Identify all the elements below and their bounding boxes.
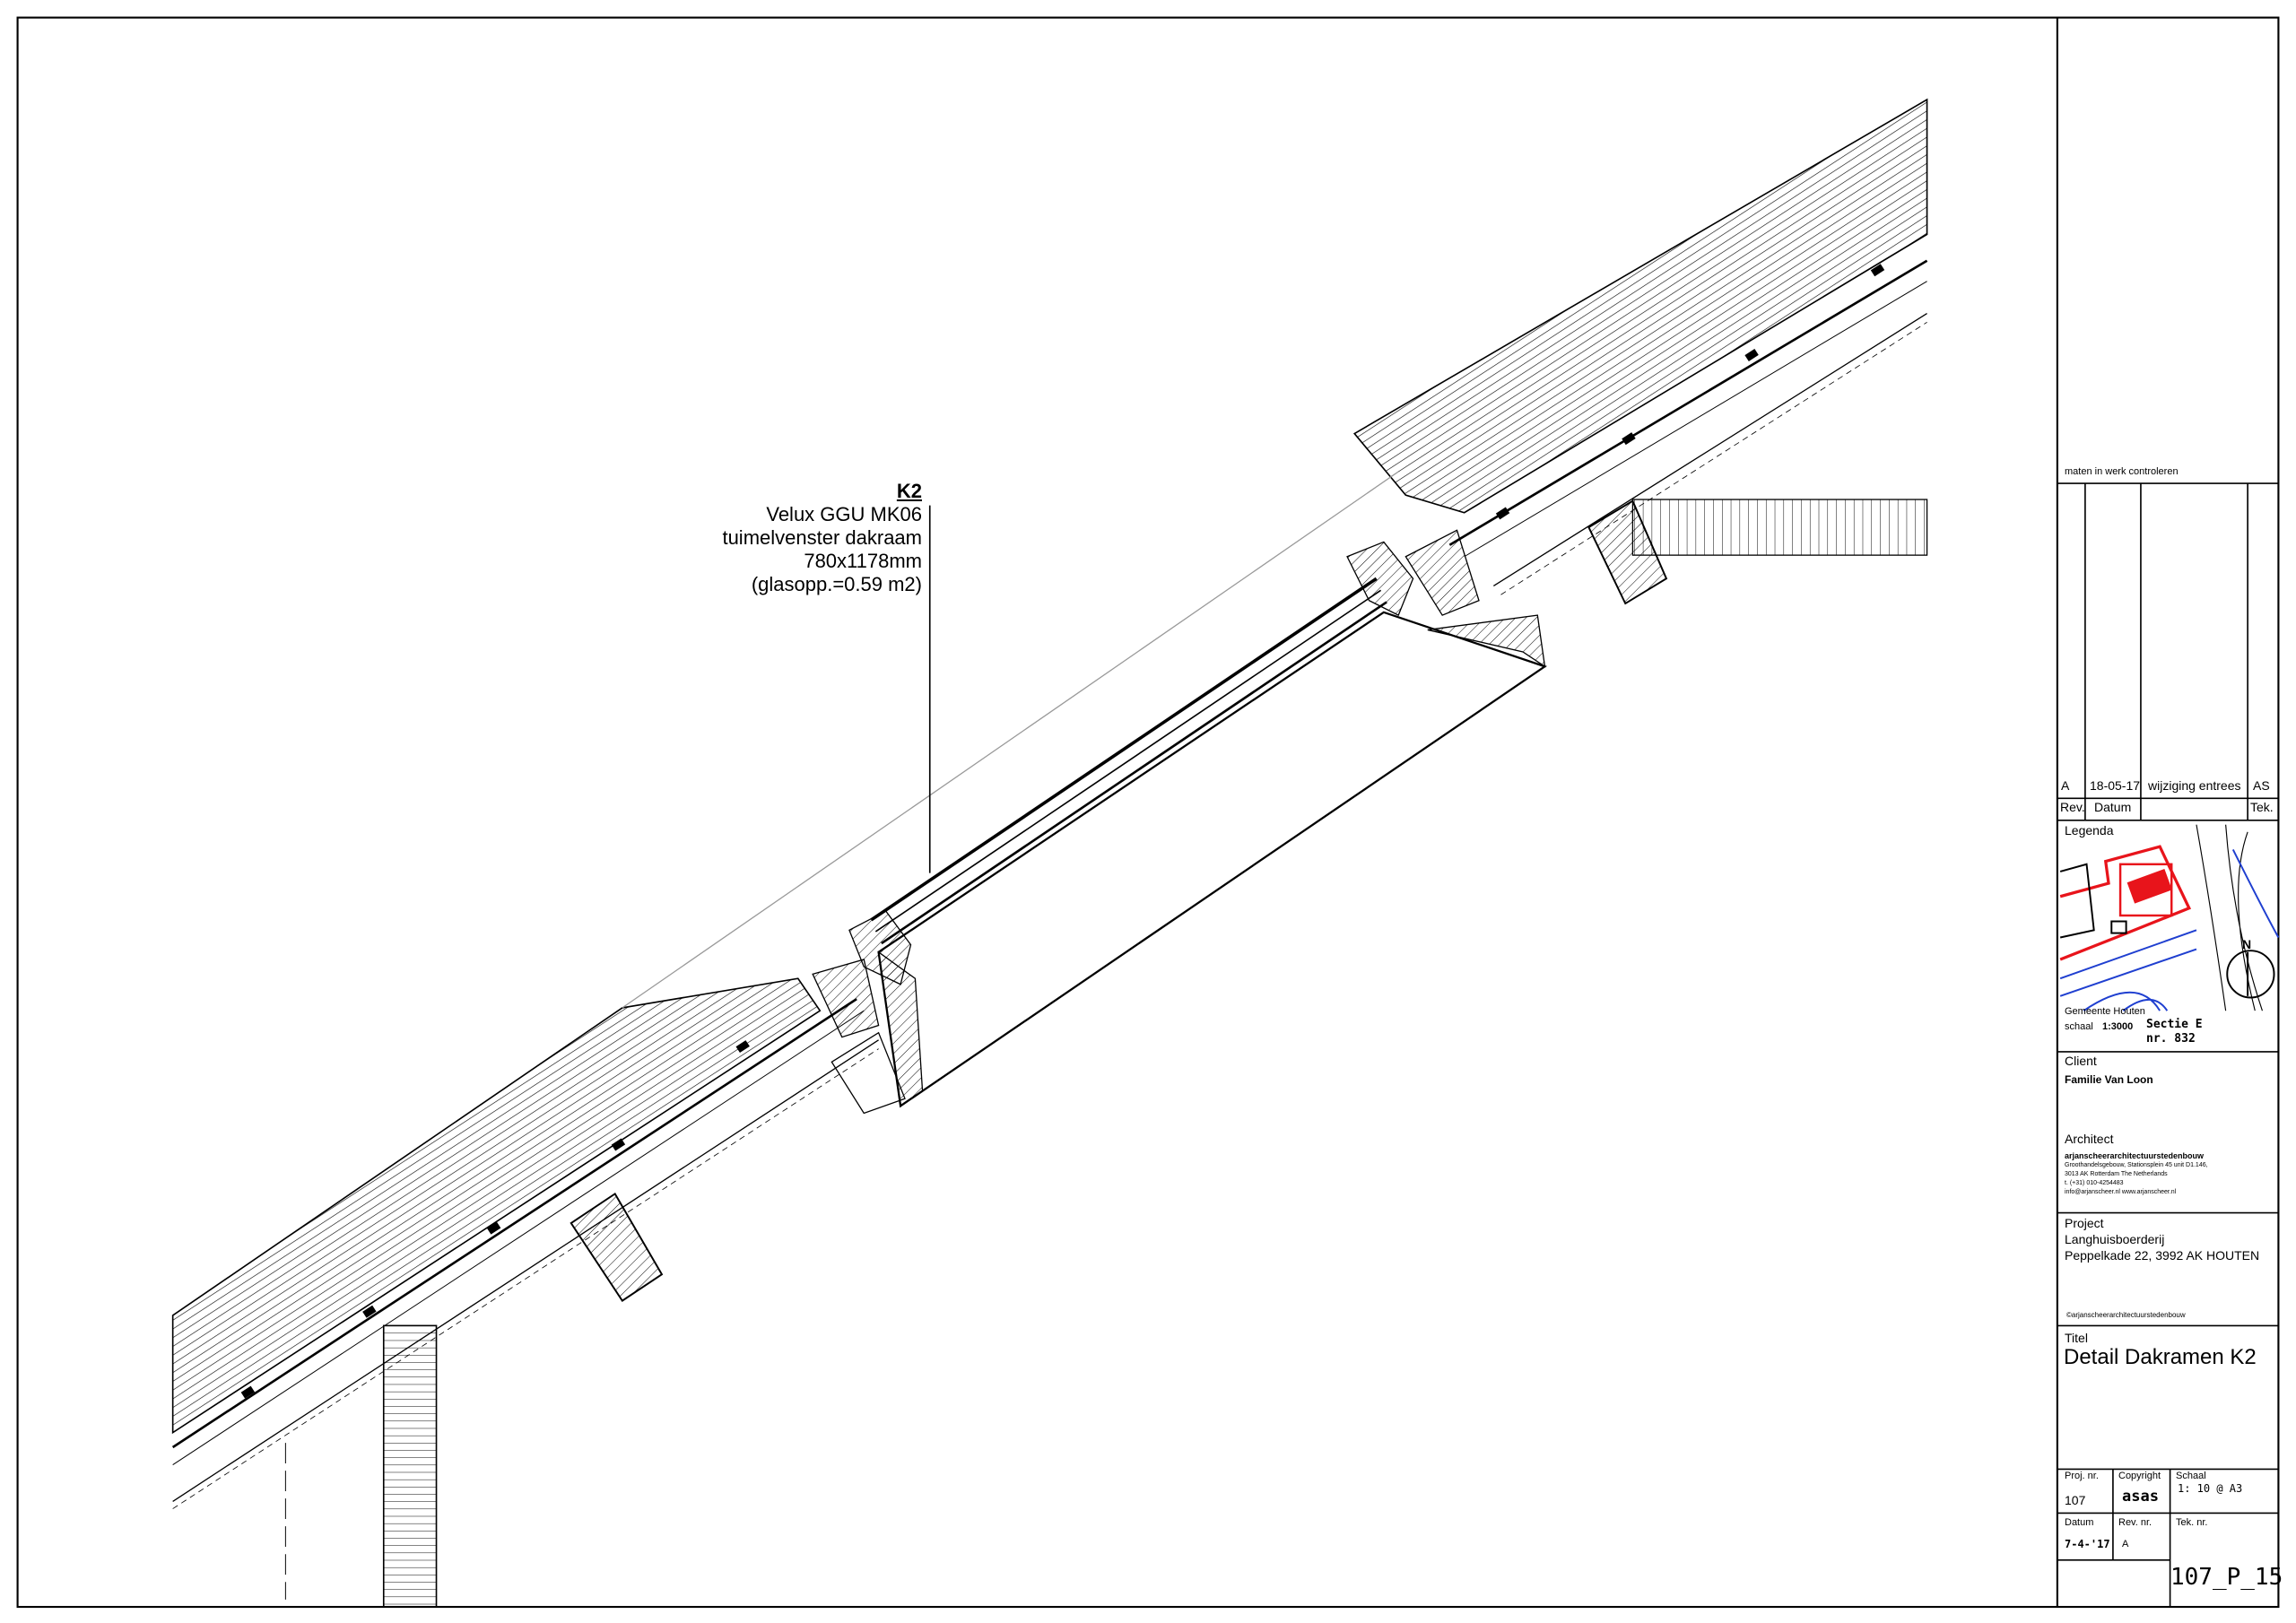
beam-right	[1631, 499, 1928, 556]
drawn-by-header: Tek.	[2250, 800, 2274, 814]
drawing-number: 107_P_15	[2170, 1564, 2283, 1591]
rev-date: 18-05-17	[2090, 778, 2141, 793]
roof-tiles-lower	[171, 977, 822, 1435]
note-check-dimensions: maten in werk controleren	[2065, 466, 2179, 477]
window-lining	[877, 611, 1547, 1108]
project-copyright: ©arjanscheerarchitectuurstedenbouw	[2066, 1311, 2186, 1319]
date-label: Datum	[2065, 1517, 2094, 1528]
sheet-border	[16, 16, 2280, 1609]
title-block-grid	[2057, 482, 2279, 1608]
callout-line: (glasopp.=0.59 m2)	[751, 573, 922, 595]
parcel-number: nr. 832	[2146, 1032, 2196, 1046]
architect-address: Groothandelsgebouw, Stationsplein 45 uni…	[2065, 1162, 2208, 1168]
battens-upper	[1495, 264, 1885, 520]
roof-tiles-upper	[1352, 98, 1928, 514]
rev-drawn-by: AS	[2253, 778, 2270, 793]
north-arrow-label: N	[2242, 937, 2252, 951]
rev-nr-label: Rev. nr.	[2118, 1517, 2152, 1528]
drawing-nr-label: Tek. nr.	[2176, 1517, 2208, 1528]
project-name: Langhuisboerderij	[2065, 1232, 2165, 1246]
legend-label: Legenda	[2065, 823, 2114, 838]
window-callout: K2 Velux GGU MK06 tuimelvenster dakraam …	[722, 480, 922, 596]
trim-lower	[831, 1031, 906, 1115]
battens-lower	[240, 1040, 750, 1399]
purlin-upper	[1587, 499, 1668, 605]
municipality: Gemeente Houten	[2065, 1006, 2145, 1017]
client-name: Familie Van Loon	[2065, 1073, 2153, 1086]
section: Sectie E	[2146, 1018, 2203, 1031]
architect-label: Architect	[2065, 1132, 2114, 1146]
window-lining-side-upper	[1427, 614, 1546, 668]
drawing-title: Detail Dakramen K2	[2064, 1345, 2257, 1369]
callout-line: 780x1178mm	[804, 550, 922, 572]
drawing-date: 7-4-'17	[2065, 1538, 2110, 1550]
copyright-value: asas	[2122, 1488, 2159, 1506]
client-label: Client	[2065, 1054, 2097, 1068]
window-frame-details	[812, 529, 1480, 1038]
site-location-map	[2059, 824, 2280, 1011]
rev-description: wijziging entrees	[2148, 778, 2241, 793]
copyright-label: Copyright	[2118, 1471, 2161, 1481]
proj-nr: 107	[2065, 1493, 2086, 1507]
proj-nr-label: Proj. nr.	[2065, 1471, 2099, 1481]
date-header: Datum	[2094, 800, 2132, 814]
scale-label: schaal	[2065, 1021, 2093, 1032]
glass-plane-line	[622, 471, 1399, 1009]
project-address: Peppelkade 22, 3992 AK HOUTEN	[2065, 1248, 2260, 1263]
drawing-scale: 1: 10 @ A3	[2178, 1482, 2243, 1495]
rev-nr: A	[2122, 1539, 2129, 1549]
rev-letter: A	[2061, 778, 2070, 793]
scale-label-bottom: Schaal	[2176, 1471, 2206, 1481]
architect-name: arjanscheerarchitectuurstedenbouw	[2065, 1151, 2205, 1160]
rev-header: Rev.	[2060, 800, 2085, 814]
architect-web: info@arjanscheer.nl www.arjanscheer.nl	[2065, 1189, 2177, 1195]
post-left	[382, 1324, 438, 1608]
callout-line: tuimelvenster dakraam	[722, 526, 922, 549]
callout-line: Velux GGU MK06	[766, 503, 922, 525]
project-label: Project	[2065, 1216, 2104, 1230]
velux-window-glazing	[870, 577, 1387, 945]
purlin-lower	[570, 1192, 664, 1302]
callout-tag: K2	[896, 480, 922, 502]
architect-city: 3013 AK Rotterdam The Netherlands	[2065, 1171, 2168, 1177]
site-scale: 1:3000	[2102, 1021, 2134, 1032]
architect-phone: t. (+31) 010-4254483	[2065, 1180, 2124, 1186]
title-label: Titel	[2065, 1331, 2088, 1345]
